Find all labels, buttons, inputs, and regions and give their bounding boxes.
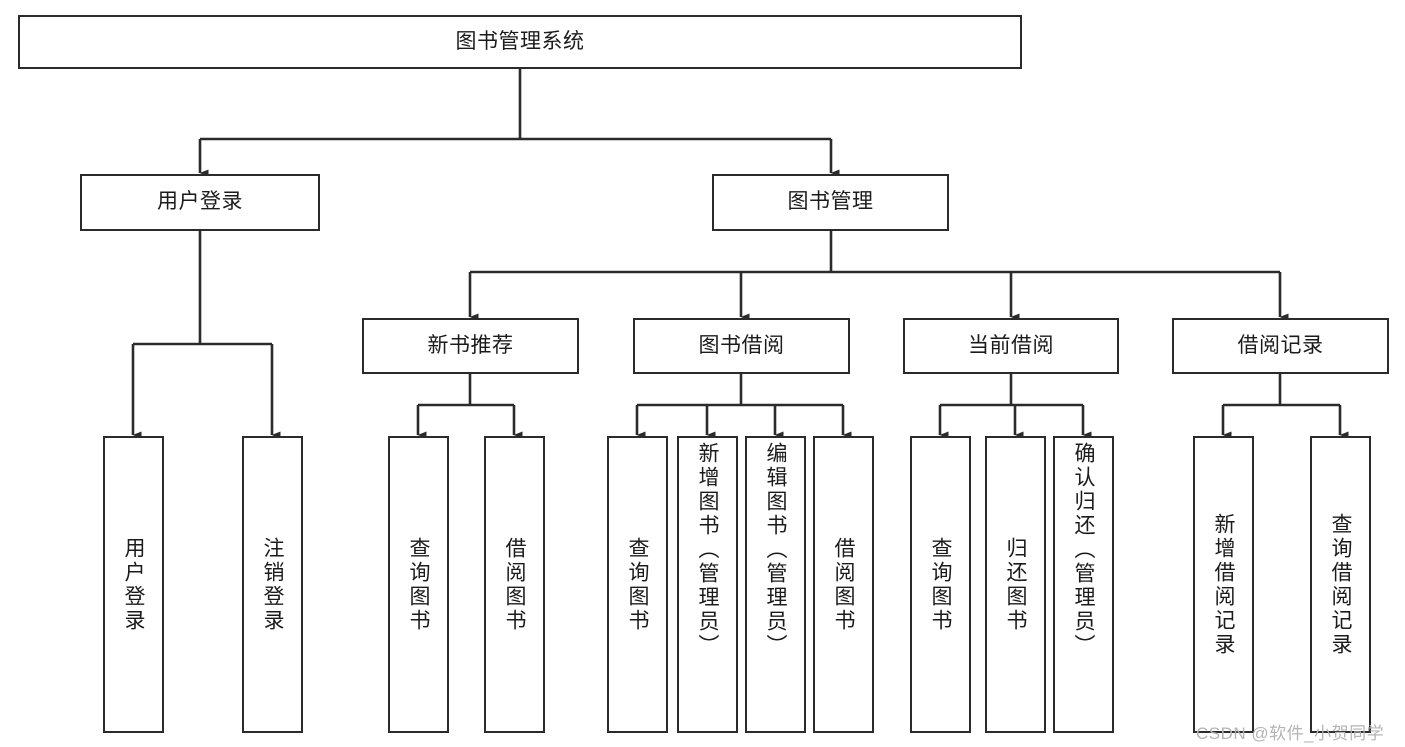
- node-leaf-add-record-label: 新增借阅记录: [1212, 512, 1235, 657]
- node-leaf-query-book-3-label: 查询图书: [929, 536, 952, 633]
- node-book-borrow[interactable]: 图书借阅: [633, 318, 850, 374]
- node-leaf-confirm-return-label: 确认归还（管理员）: [1072, 442, 1095, 658]
- node-leaf-add-record[interactable]: 新增借阅记录: [1193, 436, 1254, 733]
- node-current-borrow-label: 当前借阅: [968, 333, 1054, 357]
- node-leaf-query-book-1[interactable]: 查询图书: [388, 436, 449, 733]
- node-leaf-query-record[interactable]: 查询借阅记录: [1310, 436, 1371, 733]
- node-leaf-query-book-2[interactable]: 查询图书: [607, 436, 668, 733]
- edges-group: [131, 69, 1349, 439]
- node-leaf-query-book-1-label: 查询图书: [407, 536, 430, 633]
- node-new-book-recommend-label: 新书推荐: [427, 333, 514, 357]
- node-leaf-query-book-3[interactable]: 查询图书: [910, 436, 971, 733]
- node-leaf-edit-book-label: 编辑图书（管理员）: [764, 442, 787, 658]
- node-borrow-record[interactable]: 借阅记录: [1172, 318, 1389, 374]
- node-root[interactable]: 图书管理系统: [18, 15, 1022, 69]
- node-root-label: 图书管理系统: [455, 29, 585, 53]
- node-leaf-borrow-book-1-label: 借阅图书: [503, 536, 526, 633]
- node-leaf-borrow-book-2-label: 借阅图书: [832, 536, 855, 633]
- node-leaf-borrow-book-1[interactable]: 借阅图书: [484, 436, 545, 733]
- node-leaf-return-book-label: 归还图书: [1004, 536, 1027, 633]
- node-current-borrow[interactable]: 当前借阅: [903, 318, 1119, 374]
- node-book-borrow-label: 图书借阅: [698, 333, 785, 357]
- node-leaf-logout[interactable]: 注销登录: [242, 436, 303, 733]
- node-leaf-logout-label: 注销登录: [261, 536, 284, 633]
- node-borrow-record-label: 借阅记录: [1237, 333, 1324, 357]
- node-leaf-confirm-return[interactable]: 确认归还（管理员）: [1053, 436, 1114, 733]
- node-leaf-query-record-label: 查询借阅记录: [1329, 512, 1352, 657]
- node-leaf-query-book-2-label: 查询图书: [626, 536, 649, 633]
- csdn-watermark: CSDN @软件_小贺同学: [1196, 724, 1385, 743]
- node-user-login[interactable]: 用户登录: [80, 174, 320, 231]
- node-leaf-return-book[interactable]: 归还图书: [985, 436, 1046, 733]
- node-leaf-user-login[interactable]: 用户登录: [103, 436, 164, 733]
- node-leaf-add-book-label: 新增图书（管理员）: [696, 442, 719, 658]
- node-leaf-borrow-book-2[interactable]: 借阅图书: [813, 436, 874, 733]
- node-book-manage-label: 图书管理: [787, 190, 874, 214]
- node-user-login-label: 用户登录: [157, 190, 243, 214]
- node-leaf-add-book[interactable]: 新增图书（管理员）: [677, 436, 738, 733]
- node-new-book-recommend[interactable]: 新书推荐: [362, 318, 579, 374]
- node-leaf-user-login-label: 用户登录: [122, 536, 145, 633]
- node-leaf-edit-book[interactable]: 编辑图书（管理员）: [745, 436, 806, 733]
- node-book-manage[interactable]: 图书管理: [712, 174, 949, 231]
